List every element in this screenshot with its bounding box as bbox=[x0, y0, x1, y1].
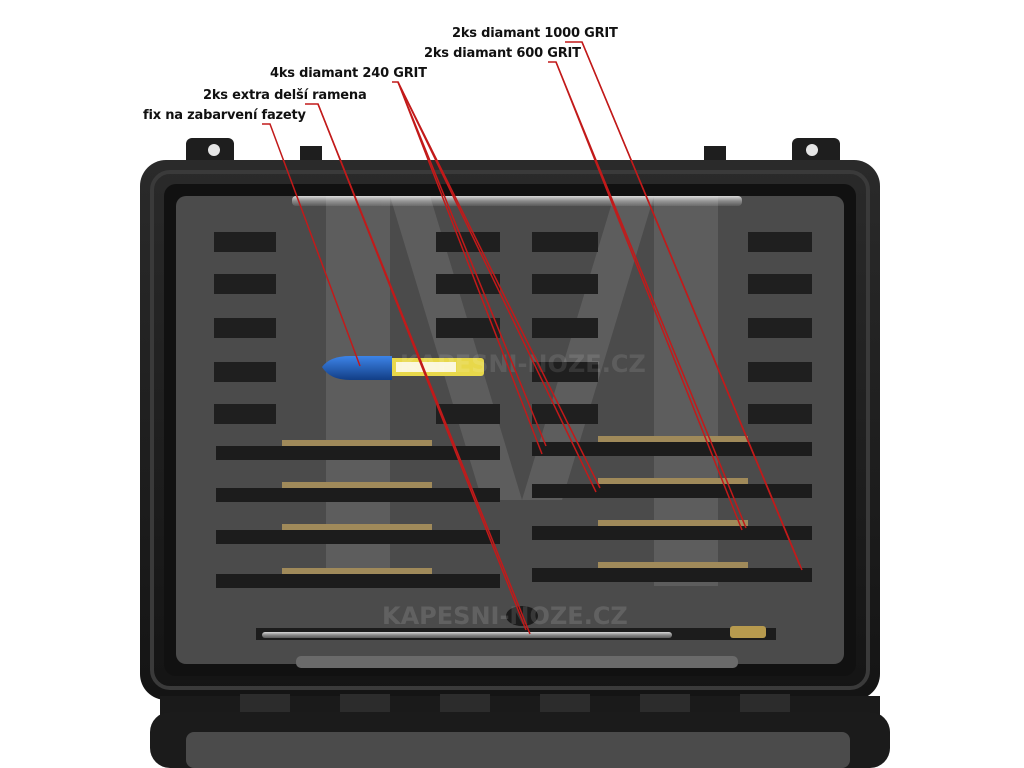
callout-lines bbox=[262, 41, 803, 635]
callout-line-240-grit-b bbox=[397, 81, 543, 455]
callout-line-240-grit-d bbox=[397, 81, 601, 489]
callout-line-extra-arms-b bbox=[317, 103, 531, 635]
slots-right-upper bbox=[532, 232, 812, 424]
callout-line-marker bbox=[262, 123, 361, 367]
case-rim bbox=[150, 170, 870, 690]
callout-240-grit: 4ks diamant 240 GRIT bbox=[270, 66, 427, 81]
callout-extra-arms: 2ks extra delší ramena bbox=[203, 88, 367, 103]
extension-rod-lower bbox=[296, 656, 738, 668]
callout-marker: fix na zabarvení fazety bbox=[143, 108, 306, 123]
watermark-text: KAPESNI-NOZE.CZ bbox=[382, 602, 628, 630]
callout-line-240-grit-c bbox=[397, 81, 547, 447]
stone-slots-right bbox=[532, 436, 812, 582]
extension-rod-bottom bbox=[262, 632, 672, 638]
callout-600-grit: 2ks diamant 600 GRIT bbox=[424, 46, 581, 61]
case-bottom-half bbox=[150, 694, 890, 768]
stone-slots-left bbox=[216, 440, 500, 588]
callout-1000-grit: 2ks diamant 1000 GRIT bbox=[452, 26, 618, 41]
rod-threaded-end bbox=[730, 626, 766, 638]
callout-line-1000-grit-b bbox=[581, 41, 803, 571]
slots-left-upper bbox=[214, 232, 500, 424]
foam-insert bbox=[176, 196, 844, 664]
marker-pen bbox=[322, 356, 484, 380]
extension-rod-top bbox=[292, 196, 742, 206]
watermark-text-upper: KAPESNI-NOZE.CZ bbox=[400, 350, 646, 378]
callout-line-600-grit-b bbox=[555, 61, 743, 531]
